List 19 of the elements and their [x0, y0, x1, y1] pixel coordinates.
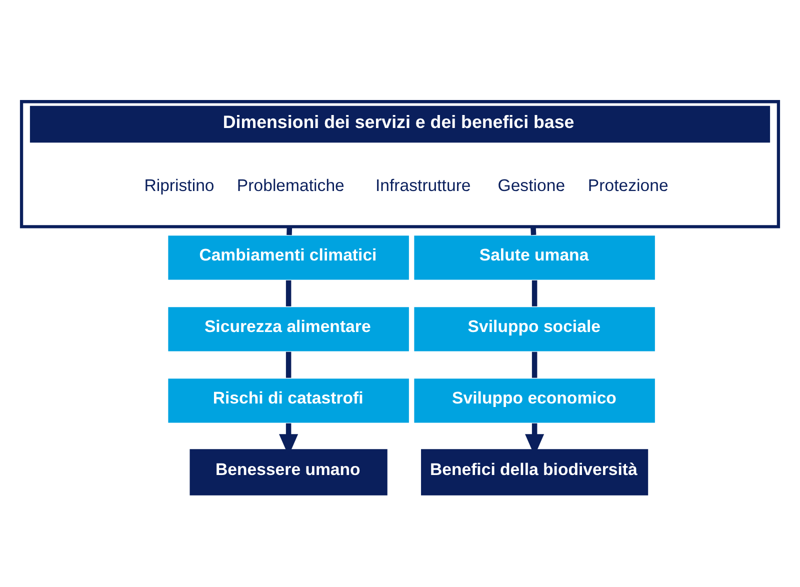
connector: [286, 351, 292, 378]
connector: [286, 280, 292, 306]
node-text: Protezione: [588, 175, 668, 194]
node-text: Infrastrutture: [375, 175, 471, 194]
node-text: Ripristino: [144, 175, 214, 194]
connector: [532, 351, 538, 378]
node-box: Cambiamenti climatici: [167, 234, 410, 280]
connector: [530, 226, 536, 235]
node-box: Benessere umano: [190, 448, 388, 495]
node-box: Sviluppo economico: [413, 377, 656, 424]
connector: [286, 226, 292, 235]
node-box: Rischi di catastrofi: [167, 377, 410, 424]
node-box: Benefici della biodiversità: [421, 448, 648, 495]
node-text: Gestione: [498, 175, 566, 194]
node-box: Sviluppo sociale: [413, 306, 656, 352]
connector: [532, 280, 538, 306]
node-box: Sicurezza alimentare: [167, 306, 410, 352]
node-text: Problematiche: [236, 175, 344, 194]
node-box: Salute umana: [413, 234, 656, 280]
